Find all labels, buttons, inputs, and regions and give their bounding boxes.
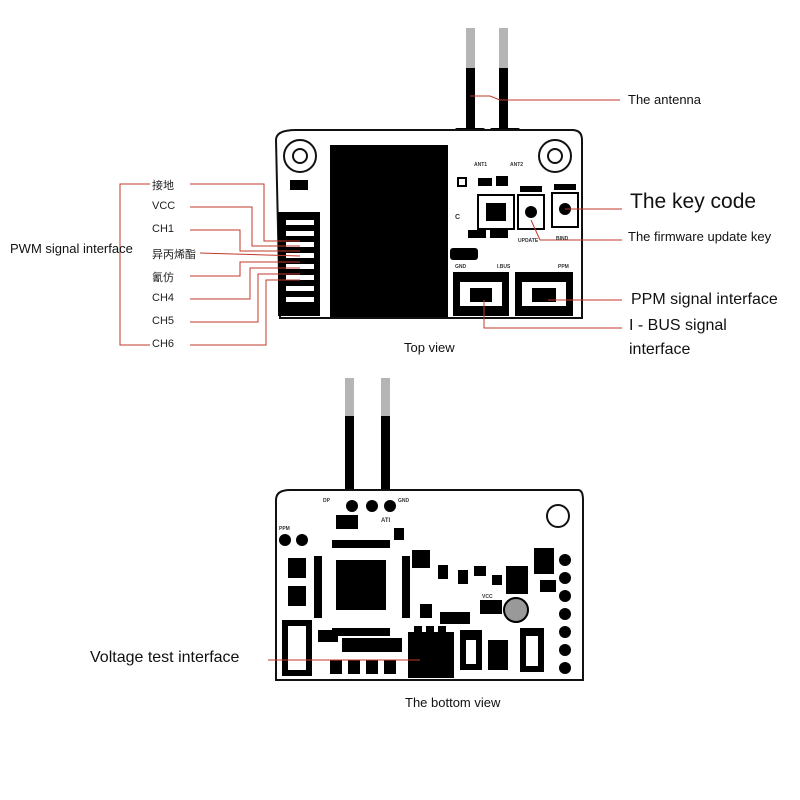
ibus-interface-label-line1: I - BUS signal xyxy=(629,317,727,334)
pin-label-ch2: 异丙烯酯 xyxy=(152,249,196,261)
pin-label-ch4: CH4 xyxy=(152,292,175,304)
antenna-wire-left xyxy=(466,68,475,136)
silk-ant2: ANT2 xyxy=(510,162,524,168)
rf-module xyxy=(330,145,448,317)
silk-gnd-bottom: GND xyxy=(398,498,410,504)
silk-ibus: I.BUS xyxy=(497,264,511,270)
mcu-chip xyxy=(336,560,386,610)
silk-update: UPDATE xyxy=(518,238,539,244)
antenna-tip-left xyxy=(466,28,475,70)
pin-label-vcc: VCC xyxy=(152,200,176,212)
silk-bind: BIND xyxy=(556,236,569,242)
key-code-label: The key code xyxy=(630,190,757,213)
pin-label-ch1: CH1 xyxy=(152,223,175,235)
silk-vcc: VCC xyxy=(482,594,493,600)
firmware-update-key-label: The firmware update key xyxy=(628,229,772,244)
voltage-test-label: Voltage test interface xyxy=(90,649,240,666)
pin-label-gnd: 接地 xyxy=(152,180,174,192)
bottom-mount-hole xyxy=(546,504,570,528)
voltage-test-connector xyxy=(408,632,454,678)
top-leader-lines xyxy=(119,95,622,346)
top-view-label: Top view xyxy=(404,340,455,355)
silk-ati: ATI xyxy=(381,518,391,524)
antenna-tip-right xyxy=(499,28,508,70)
silk-c: C xyxy=(455,214,461,221)
pin-label-ch6: CH6 xyxy=(152,338,175,350)
antenna-wire-right xyxy=(499,68,508,136)
antenna-label: The antenna xyxy=(628,92,702,107)
silk-ant1: ANT1 xyxy=(474,162,488,168)
bottom-view-label: The bottom view xyxy=(405,695,501,710)
pwm-interface-label: PWM signal interface xyxy=(10,241,133,256)
top-view-board xyxy=(274,28,583,319)
ibus-interface-label-line2: interface xyxy=(629,341,691,358)
ppm-interface-label: PPM signal interface xyxy=(631,291,778,308)
pin-label-ch3: 氰仿 xyxy=(152,272,174,284)
bottom-view-board xyxy=(275,378,584,681)
silk-gnd: GND xyxy=(455,264,467,270)
silk-ppm-bottom: PPM xyxy=(279,526,290,532)
silk-ppm: PPM xyxy=(558,264,569,270)
silk-dp: DP xyxy=(323,498,330,504)
pin-label-ch5: CH5 xyxy=(152,315,175,327)
